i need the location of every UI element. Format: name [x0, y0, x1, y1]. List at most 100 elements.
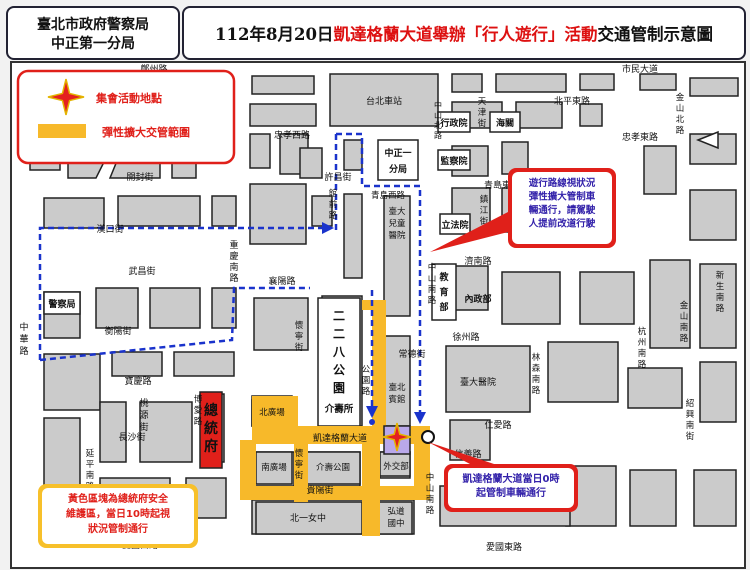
road-aiguo-e: 愛國東路: [486, 541, 522, 553]
road-hangzhou-s: 杭: [638, 326, 647, 337]
block-ntu-hospital: [445, 345, 531, 413]
road-huaining-s: 街: [295, 470, 304, 481]
road-zhongshan-s-lower: 中: [426, 472, 435, 483]
road-linsen-s: 森: [532, 363, 541, 374]
road-zhongshan-n: 山: [434, 110, 442, 120]
road-zhonghua: 華: [19, 333, 28, 345]
route-end-dot: [369, 419, 375, 425]
block-hankou-e: [117, 195, 201, 227]
road-shaoxing-s: 街: [686, 431, 695, 442]
road-jinshan-n: 路: [676, 125, 685, 136]
road-guiyang: 貴陽街: [306, 484, 333, 496]
block-ntu-childrens: [383, 195, 411, 317]
zone-building: [305, 451, 361, 485]
road-chongqing-s: 重: [229, 239, 238, 251]
ketagalan-callout-line: 起管制車輛通行: [475, 486, 546, 499]
block-s-7: [693, 469, 737, 527]
block-zhongxiao-w: [249, 103, 317, 127]
road-shimin: 市民大道: [622, 63, 658, 75]
label-228-park: 公: [333, 363, 345, 377]
block-education: [451, 265, 489, 311]
triangle-island: [695, 130, 719, 150]
road-hangzhou-s: 路: [638, 359, 647, 370]
block-n-1: [495, 73, 567, 93]
road-jinshan-s: 金: [680, 300, 689, 311]
label-hongdao: 弘道: [387, 506, 405, 517]
route-callout-inner: [512, 172, 612, 244]
road-chongqing-s: 南: [229, 261, 238, 273]
road-chongqing-s: 路: [229, 272, 238, 284]
title-event: 凱達格蘭大道舉辦「行人遊行」活動: [333, 25, 598, 44]
road-changde: 常德街: [398, 348, 425, 360]
block-taipei-station: [329, 73, 439, 127]
block-baoqing-w: [43, 353, 101, 411]
block-hankou-far: [211, 195, 237, 227]
label-taibei-fuyuan: 賓館: [388, 394, 405, 405]
road-kaifeng: 開封街: [126, 171, 153, 183]
label-box-228: [317, 297, 361, 427]
road-xinsheng-s: 新: [716, 270, 725, 281]
label-education: 教: [438, 271, 449, 283]
ketagalan-callout-inner: [448, 468, 574, 508]
road-zhongshan-n: 路: [434, 130, 442, 140]
gathering-star-icon: [47, 78, 85, 116]
road-jinshan-s: 路: [680, 333, 689, 344]
road-boai: 愛: [194, 405, 203, 416]
block-changsha-e: [173, 351, 235, 377]
label-presidential-office: 總: [204, 402, 218, 419]
road-changsha: 長沙街: [118, 431, 145, 443]
road-zhongxiao-e: 忠孝東路: [622, 131, 658, 143]
block-hengyang-2: [149, 287, 201, 329]
block-taibei-fuyuan: [383, 335, 411, 427]
block-e-6: [649, 259, 691, 349]
control-zone-strip: [252, 396, 298, 426]
block-x3: [299, 147, 323, 179]
street-map: 台北車站行政院海關監察院立法院中正一分局臺大兒童醫院警察局教育部內政部臺大醫院二…: [16, 63, 739, 553]
block-yanping-w: [43, 417, 81, 495]
label-taipei-first-girls: 北一女中: [290, 512, 326, 524]
page-title: 112年8月20日凱達格蘭大道舉辦「行人遊行」活動交通管制示意圖: [184, 21, 744, 45]
label-jieshousuo: 介壽所: [324, 403, 354, 415]
road-zhongshan-s-lower: 南: [426, 494, 435, 505]
label-box-exec: [437, 111, 471, 133]
legend-expansion-label: 彈性擴大交管範圍: [102, 125, 190, 139]
label-foreign-affairs: 外交部: [383, 461, 409, 472]
road-linsen-s: 南: [532, 374, 541, 385]
road-taoyuan: 源: [139, 410, 148, 421]
block-customs: [515, 101, 563, 129]
road-wuchang: 武昌街: [128, 265, 155, 277]
road-zhongshan-s-upper: 山: [428, 273, 437, 284]
road-tianjin: 街: [478, 118, 487, 129]
road-xinsheng-s: 生: [716, 281, 725, 292]
site-marker: [421, 430, 435, 444]
control-zone-strip: [362, 500, 380, 536]
block-n-2: [579, 73, 615, 91]
label-legislative-yuan: 立法院: [441, 219, 468, 231]
label-police-hq: 警察局: [48, 298, 75, 310]
block-guanqian-s: [343, 193, 363, 279]
road-taoyuan: 街: [139, 421, 148, 433]
control-zone-strip: [240, 440, 256, 500]
control-zone-strip: [372, 300, 386, 426]
road-jinan: 濟南路: [464, 255, 491, 267]
road-huaining: 寧: [295, 331, 304, 342]
road-huaining: 懷: [295, 320, 304, 331]
label-ntu-hospital: 臺大醫院: [460, 376, 496, 388]
parade-route-segment: [38, 226, 328, 360]
block-s-6: [629, 469, 677, 527]
road-boai: 路: [194, 416, 203, 427]
title-suffix: 交通管制示意圖: [597, 25, 713, 44]
road-zhongshan-s-lower: 路: [426, 505, 435, 516]
route-callout-tail: [430, 212, 508, 252]
label-control-yuan: 監察院: [440, 155, 467, 167]
road-gongyuan: 公: [362, 365, 371, 375]
road-boai: 博: [194, 394, 203, 405]
label-228-park: 八: [332, 345, 346, 359]
agency-box: 臺北市政府警察局 中正第一分局: [6, 6, 180, 60]
legend-zone-swatch: [38, 124, 86, 138]
block-baoqing-e: [111, 351, 163, 377]
road-shaoxing-s: 紹: [686, 398, 695, 409]
route-callout-line: 遊行路線視狀況: [529, 177, 596, 189]
security-callout-line: 狀況管制通行: [88, 522, 148, 535]
route-arrow: [414, 412, 426, 424]
